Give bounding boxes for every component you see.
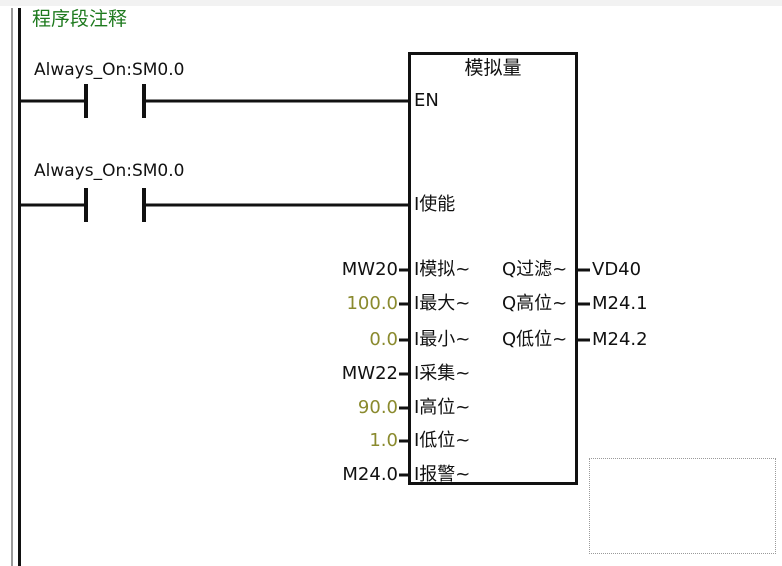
pin-high-limit: I高位~ [414,397,471,418]
param-low-limit[interactable]: 1.0 [369,430,398,451]
contact-1-label[interactable]: Always_On:SM0.0 [34,60,185,80]
pin-sample: I采集~ [414,363,471,384]
contact-2-label[interactable]: Always_On:SM0.0 [34,161,185,181]
pin-min: I最小~ [414,329,471,350]
pin-alarm: I报警~ [414,464,471,485]
param-low-out[interactable]: M24.2 [592,329,648,350]
network-comment[interactable]: 程序段注释 [32,8,128,30]
left-power-rail-inner [11,8,13,566]
param-filter-out[interactable]: VD40 [592,259,642,280]
pin-filter-out: Q过滤~ [502,259,568,280]
analog-function-block[interactable] [408,52,578,485]
empty-element-placeholder[interactable] [589,458,776,554]
param-high-limit[interactable]: 90.0 [357,397,398,418]
pin-enable: I使能 [414,194,456,215]
pin-max: I最大~ [414,293,471,314]
param-high-out[interactable]: M24.1 [592,293,648,314]
param-min[interactable]: 0.0 [369,329,398,350]
editor-top-band [0,0,782,6]
param-analog-in[interactable]: MW20 [341,259,398,280]
pin-analog-in: I模拟~ [414,259,471,280]
function-block-title: 模拟量 [464,57,522,79]
pin-en: EN [414,90,439,111]
pin-low-limit: I低位~ [414,430,471,451]
param-max[interactable]: 100.0 [346,293,398,314]
param-alarm[interactable]: M24.0 [342,464,398,485]
pin-low-out: Q低位~ [502,329,568,350]
left-power-rail-outer [18,8,21,566]
pin-high-out: Q高位~ [502,293,568,314]
param-sample[interactable]: MW22 [341,363,398,384]
